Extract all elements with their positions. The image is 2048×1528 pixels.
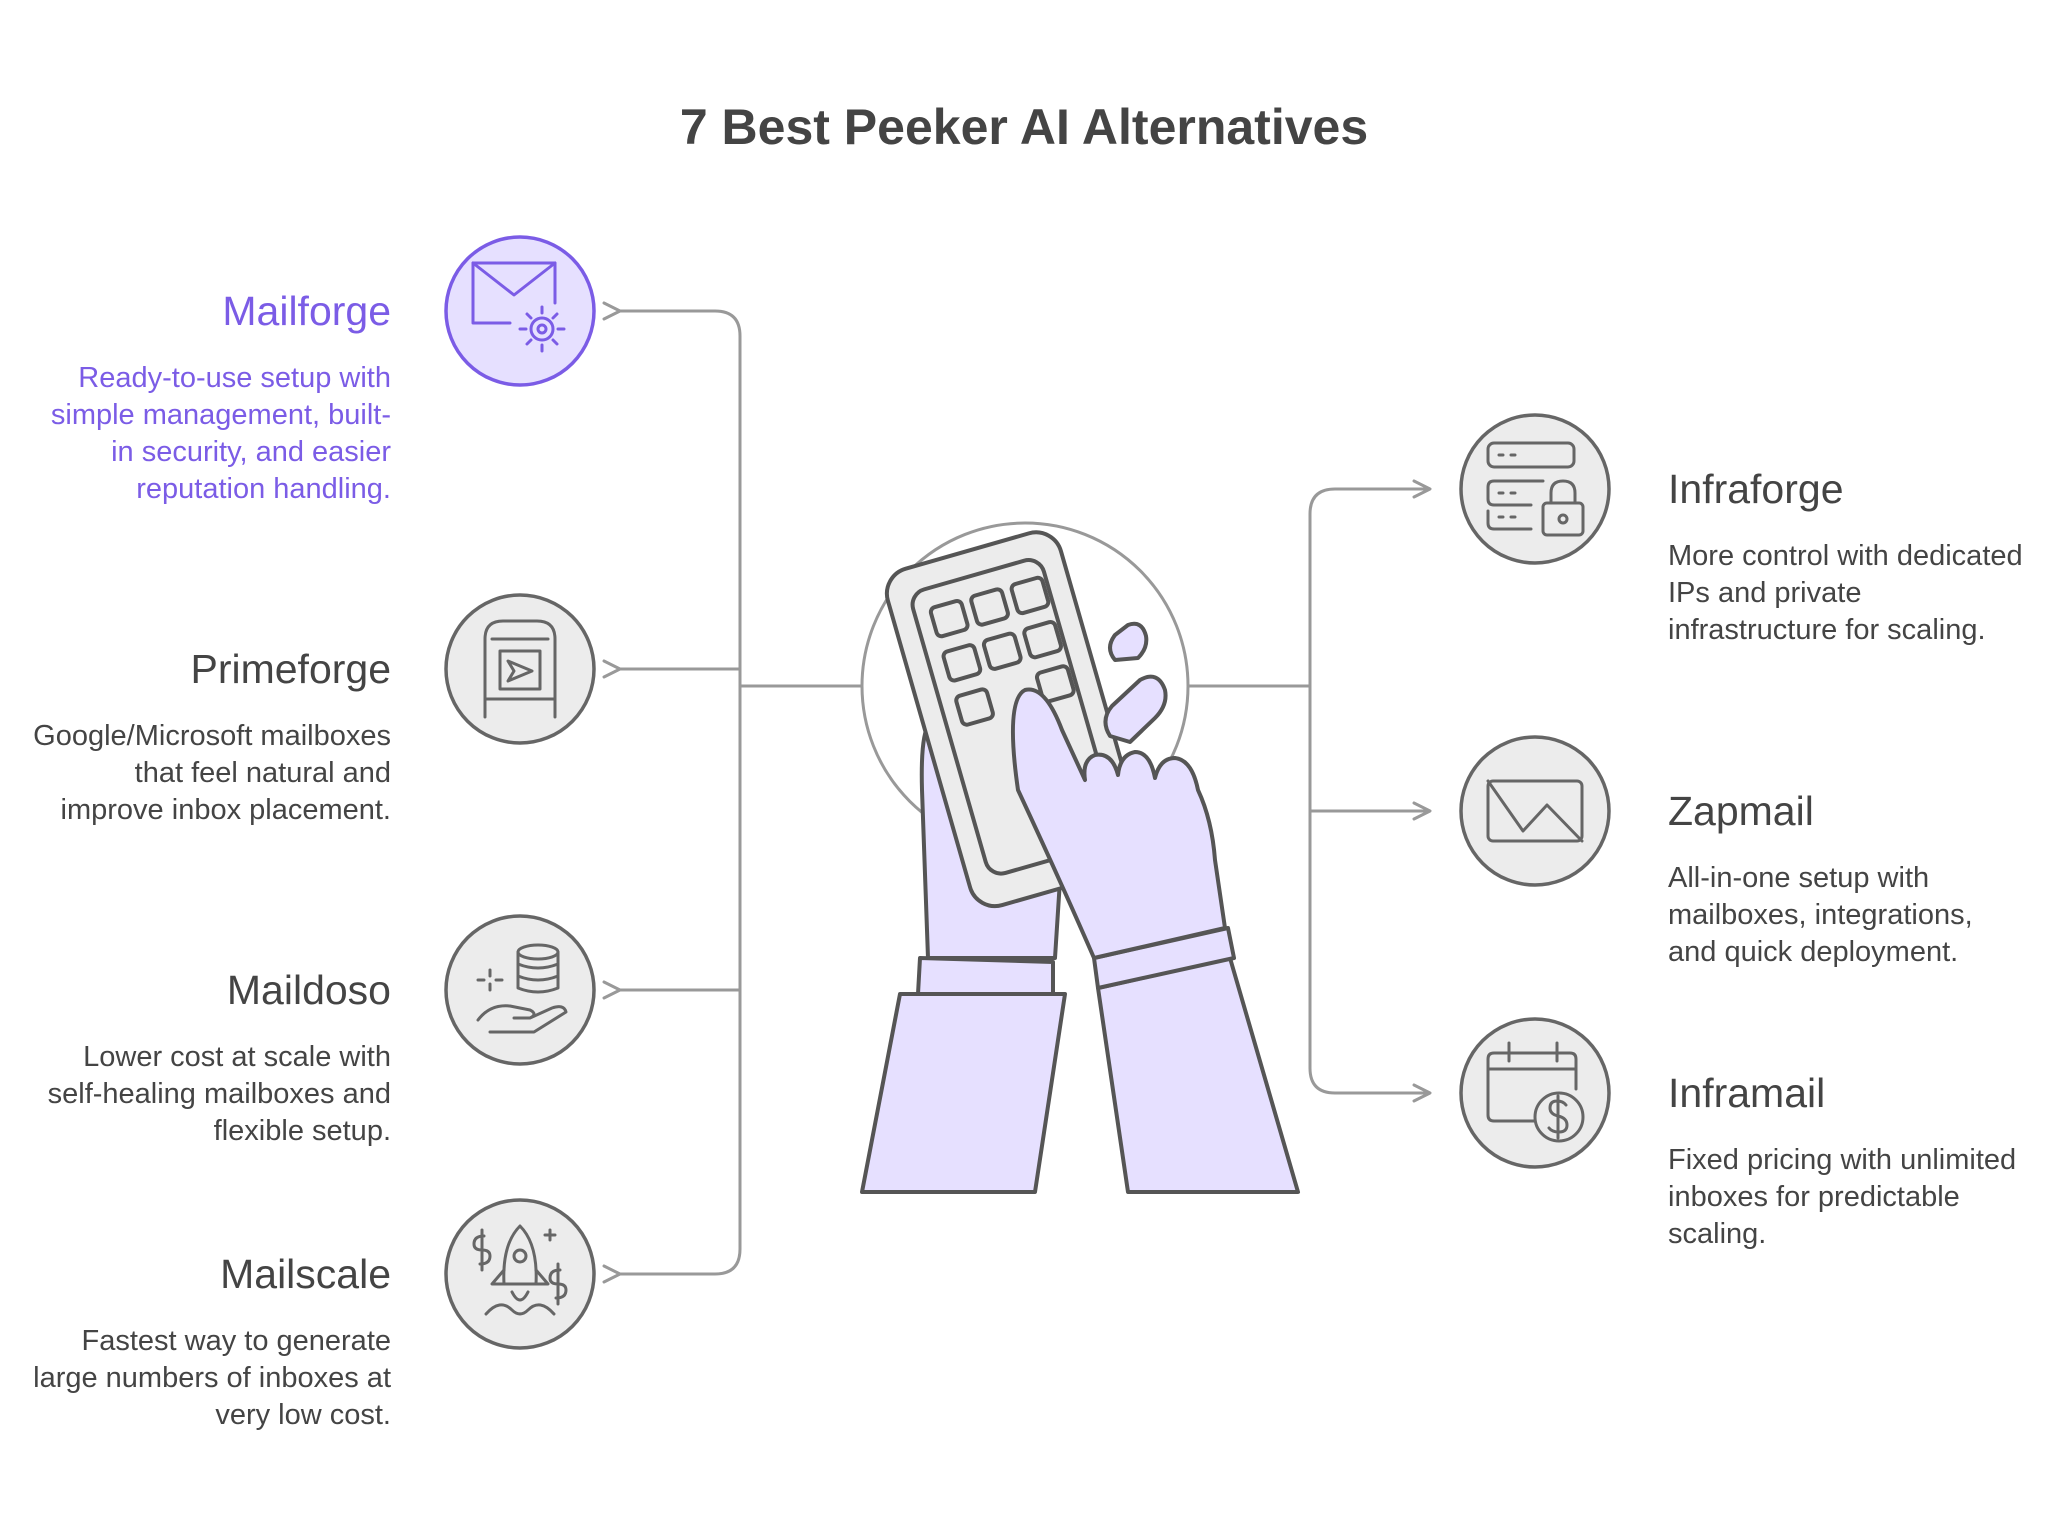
right-hand-icon: [1010, 687, 1227, 960]
left-sleeve-icon: [860, 992, 1067, 1194]
item-desc-zapmail: All-in-one setup with mailboxes, integra…: [1668, 862, 1973, 968]
item-title-mailscale: Mailscale: [220, 1251, 391, 1297]
icon-maildoso: [444, 914, 596, 1066]
connectors-left: [602, 301, 862, 1284]
item-title-mailforge: Mailforge: [222, 288, 391, 334]
item-desc-primeforge: Google/Microsoft mailboxes that feel nat…: [33, 720, 391, 826]
item-title-zapmail: Zapmail: [1668, 788, 1814, 834]
mailbox-send-icon: [483, 619, 557, 719]
icon-zapmail: [1459, 735, 1611, 887]
right-sleeve-icon: [1096, 956, 1300, 1194]
item-title-maildoso: Maildoso: [226, 967, 391, 1013]
icon-mailforge: [444, 235, 596, 387]
central-illustration: [860, 521, 1300, 1194]
mail-gear-icon: [471, 261, 566, 353]
item-desc-mailscale: Fastest way to generate large numbers of…: [33, 1325, 391, 1431]
item-title-inframail: Inframail: [1668, 1070, 1826, 1116]
icon-inframail: [1459, 1017, 1611, 1169]
item-desc-mailforge: Ready-to-use setup with simple managemen…: [50, 362, 391, 505]
envelope-zap-icon: [1486, 779, 1584, 843]
icon-primeforge: [444, 593, 596, 745]
item-desc-maildoso: Lower cost at scale with self-healing ma…: [47, 1041, 391, 1147]
calendar-dollar-icon: [1486, 1041, 1585, 1143]
item-title-primeforge: Primeforge: [190, 646, 391, 692]
icon-mailscale: [444, 1198, 596, 1350]
connectors-right: [1188, 479, 1432, 1103]
item-title-infraforge: Infraforge: [1668, 466, 1844, 512]
item-desc-inframail: Fixed pricing with unlimited inboxes for…: [1668, 1144, 2017, 1250]
page-title: 7 Best Peeker AI Alternatives: [679, 99, 1369, 155]
icon-infraforge: [1459, 413, 1611, 565]
item-desc-infraforge: More control with dedicated IPs and priv…: [1668, 540, 2023, 646]
database-hand-icon: [476, 943, 568, 1034]
rocket-dollar-icon: [472, 1224, 568, 1316]
server-lock-icon: [1486, 441, 1585, 537]
